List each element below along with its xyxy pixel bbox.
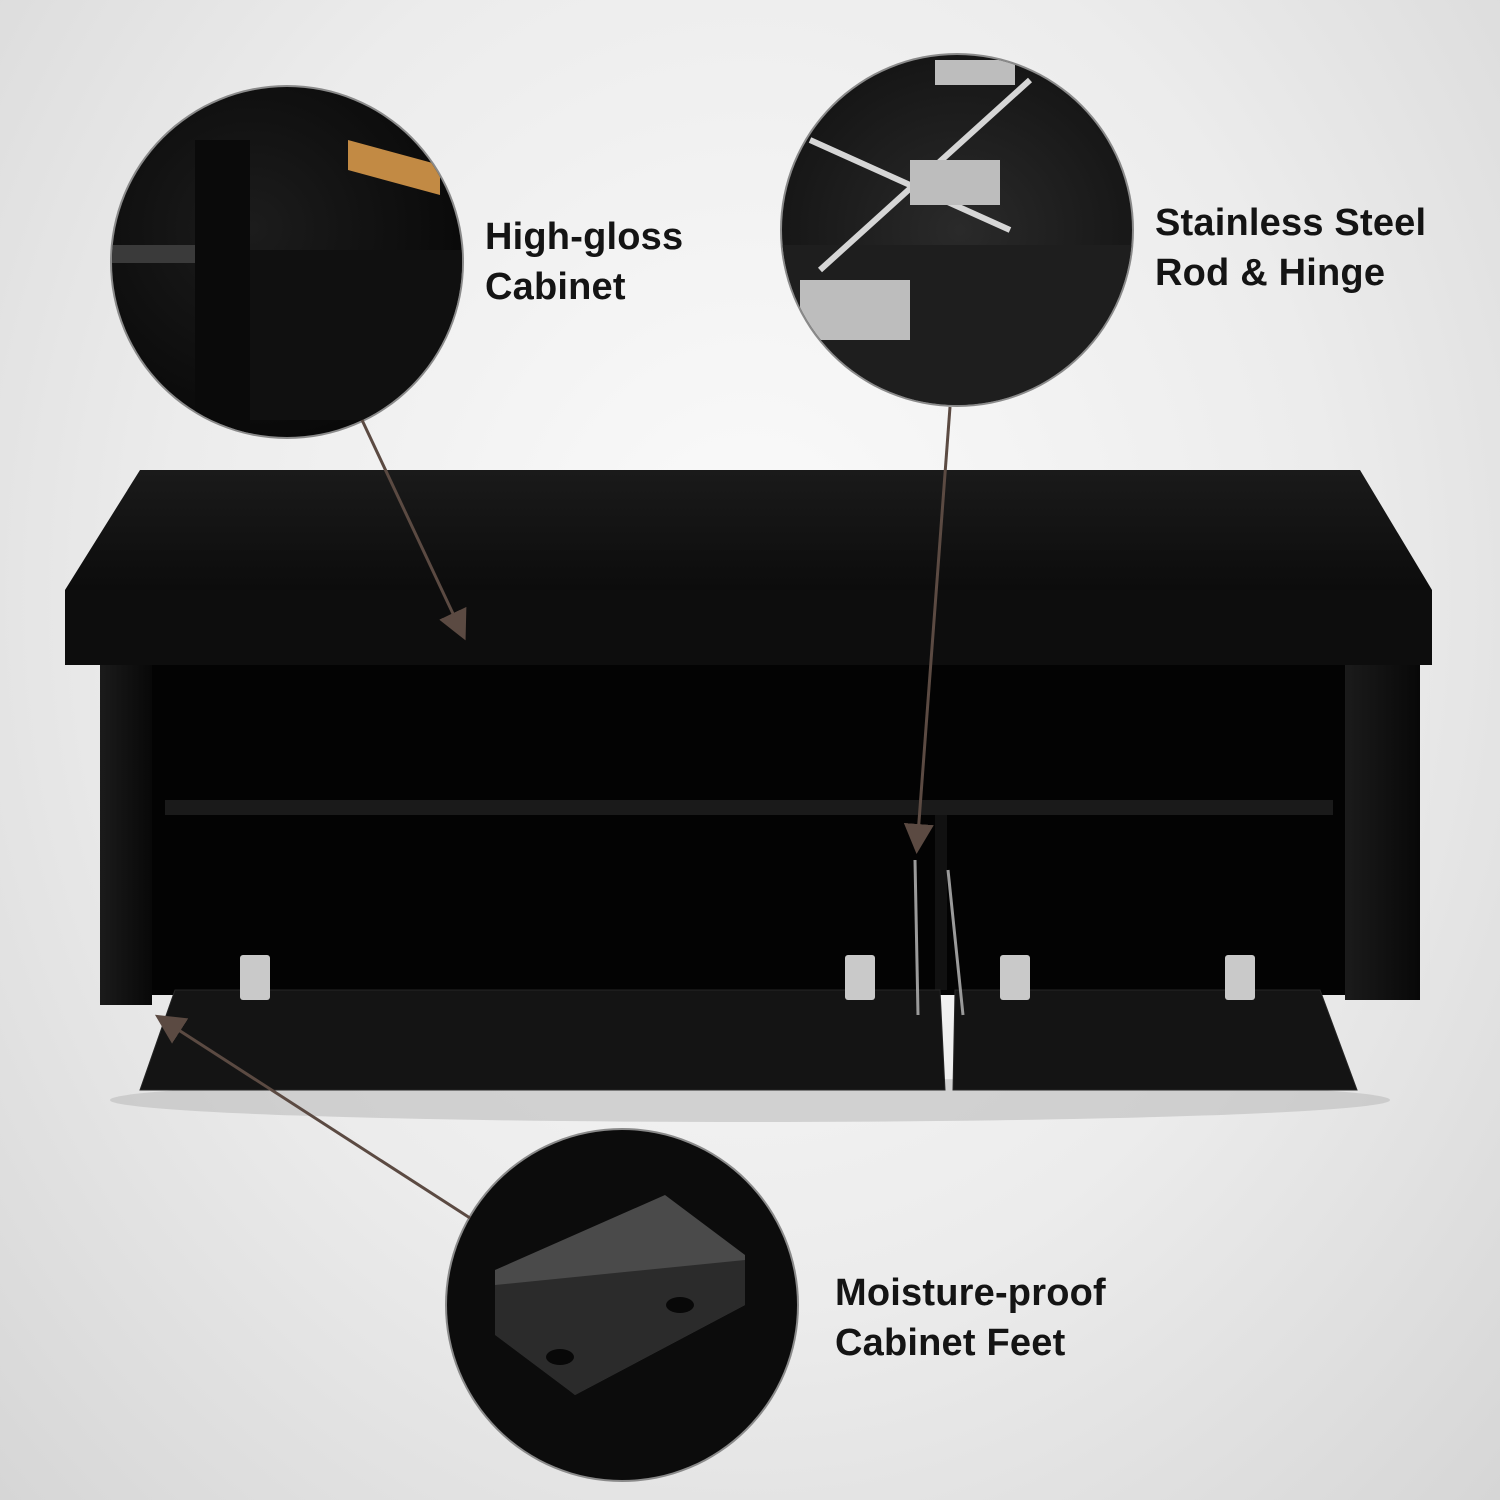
- callout-line: Moisture-proof: [835, 1272, 1106, 1314]
- detail-circle-gloss: [110, 85, 464, 439]
- callout-line: High-gloss: [485, 216, 684, 258]
- left-door-open: [139, 989, 946, 1091]
- leader-hinge: [903, 406, 952, 854]
- detail-circle-hinge: [780, 53, 1134, 407]
- shelf: [165, 800, 1333, 815]
- callout-line: Stainless Steel: [1155, 202, 1427, 244]
- hinge-icon: [1000, 955, 1030, 1000]
- right-side-panel: [1345, 665, 1420, 1000]
- callout-rod-hinge: Stainless Steel Rod & Hinge: [1155, 198, 1426, 298]
- callout-high-gloss: High-gloss Cabinet: [485, 212, 683, 312]
- right-door-open: [952, 989, 1358, 1091]
- hinge-icon: [1225, 955, 1255, 1000]
- cabinet-front-band: [65, 590, 1432, 665]
- leader-feet: [154, 1014, 471, 1220]
- leader-lines: [154, 406, 952, 1220]
- leader-gloss: [360, 419, 467, 641]
- callout-line: Cabinet Feet: [835, 1322, 1066, 1364]
- cabinet-top: [65, 470, 1432, 590]
- callout-line: Cabinet: [485, 266, 626, 308]
- cabinet-interior: [152, 665, 1345, 995]
- support-rods: [913, 859, 965, 1016]
- tv-cabinet: [65, 470, 1432, 1122]
- divider: [935, 815, 947, 990]
- left-side-panel: [100, 665, 152, 1005]
- hinge-icon: [845, 955, 875, 1000]
- callout-line: Rod & Hinge: [1155, 252, 1386, 294]
- hinge-icon: [240, 955, 270, 1000]
- callout-feet: Moisture-proof Cabinet Feet: [835, 1268, 1106, 1368]
- detail-circle-feet: [445, 1128, 799, 1482]
- hinges: [240, 955, 1255, 1000]
